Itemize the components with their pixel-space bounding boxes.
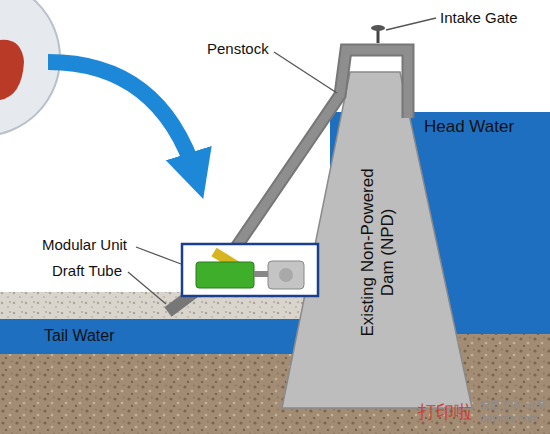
inset-turbine — [0, 40, 24, 100]
generator-hub — [279, 268, 293, 282]
watermark: dayinla.com — [480, 412, 539, 424]
part-label: Penstock — [207, 40, 269, 57]
pointer-arrow — [48, 62, 196, 176]
water-band: Tail Water — [40, 324, 160, 347]
turbine — [196, 262, 254, 288]
shaft — [254, 271, 268, 277]
dam-label: Existing Non-Powered Dam (NPD) — [358, 161, 399, 343]
water-band: Head Water — [420, 115, 545, 139]
intake-gate-wheel — [371, 25, 385, 31]
intake-gate-stem — [377, 30, 380, 43]
leader-line — [136, 247, 181, 264]
leader-line — [274, 52, 337, 93]
part-label: Draft Tube — [52, 262, 122, 279]
leader-line — [128, 272, 166, 304]
dam-region: Existing Non-Powered Dam (NPD) — [356, 157, 401, 347]
watermark: 打印啦 — [418, 400, 472, 424]
water-label: Tail Water — [44, 326, 156, 345]
watermark: 模型 打印 分享 — [480, 398, 546, 412]
part-label: Modular Unit — [42, 236, 127, 253]
tail-water-body — [0, 319, 320, 354]
part-label: Intake Gate — [440, 9, 518, 26]
generator — [268, 261, 304, 289]
modular-unit-box — [182, 244, 318, 296]
leader-line — [386, 18, 436, 30]
water-label: Head Water — [424, 117, 541, 137]
